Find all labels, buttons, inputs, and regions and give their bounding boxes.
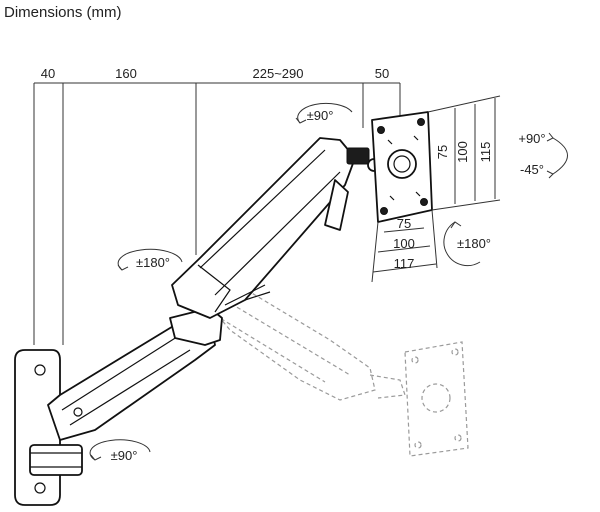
rotation-tilt-down: -45° [520, 162, 544, 177]
dim-arm-segment-1: 160 [115, 66, 137, 81]
dim-vesa-v-small: 75 [435, 145, 450, 159]
rotation-tilt-up: +90° [518, 131, 545, 146]
vesa-dimension-lines: 75 100 115 75 100 117 [371, 95, 501, 283]
dim-vesa-h-large: 100 [393, 236, 415, 251]
gas-spring-arm-icon [171, 137, 356, 319]
vesa-plate-icon [371, 111, 433, 223]
diagram-title: Dimensions (mm) [4, 4, 122, 21]
rotation-wall-pivot: ±90° [111, 448, 138, 463]
rotation-arrow-icon: ±90° ±180° ±90° ±180° +90° -45° [89, 102, 568, 463]
dim-vesa-v-large: 100 [455, 141, 470, 163]
rotation-arm-joint: ±180° [136, 255, 170, 270]
rotation-head-swivel: ±90° [307, 108, 334, 123]
ghost-arm-position [203, 291, 469, 457]
dim-plate-width: 117 [394, 256, 415, 271]
lower-arm [47, 307, 223, 441]
rotation-plate: ±180° [457, 236, 491, 251]
dim-vesa-h-small: 75 [397, 216, 411, 231]
wall-bracket-icon [14, 349, 83, 506]
dim-head-offset: 50 [375, 66, 389, 81]
top-dimension-line: 40 160 225~290 50 [33, 66, 401, 345]
dim-plate-height: 115 [478, 142, 493, 163]
dim-wall-offset: 40 [41, 66, 55, 81]
dim-arm-segment-2: 225~290 [253, 66, 304, 81]
